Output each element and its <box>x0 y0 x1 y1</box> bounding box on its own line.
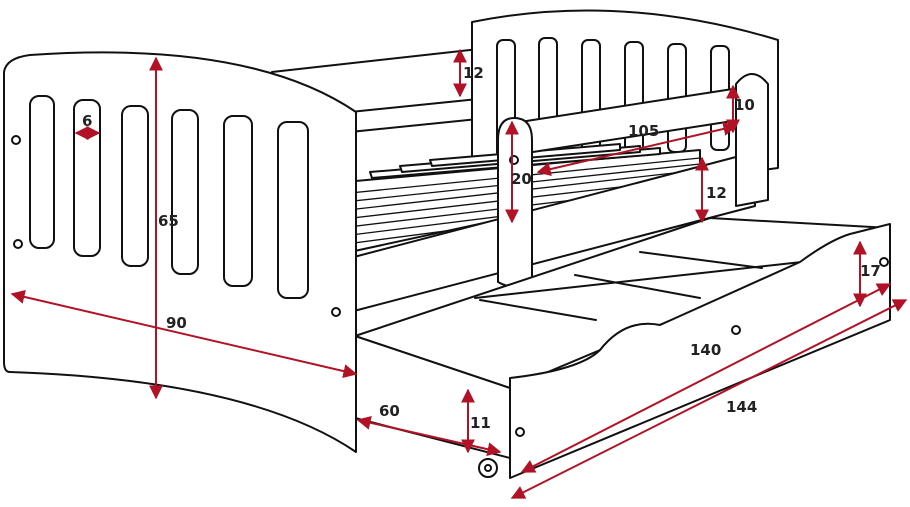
label-barrier-height: 20 <box>511 170 532 188</box>
headboard <box>3 51 357 453</box>
dimension-lines <box>10 48 908 499</box>
label-drawer-length: 140 <box>690 341 721 359</box>
label-back-rail-height: 12 <box>463 64 484 82</box>
label-drawer-front-height: 17 <box>860 262 881 280</box>
label-side-panel-height: 12 <box>706 184 727 202</box>
dimension-labels: 12 10 105 20 12 6 65 90 17 140 144 60 11 <box>82 64 881 432</box>
label-barrier-rail-height: 10 <box>734 96 755 114</box>
label-barrier-length: 105 <box>628 122 659 140</box>
label-bed-depth: 90 <box>166 314 187 332</box>
label-headboard-height: 65 <box>158 212 179 230</box>
drawer-wheel <box>478 458 498 478</box>
label-drawer-depth: 60 <box>379 402 400 420</box>
label-slat-gap: 6 <box>82 112 92 130</box>
label-bed-length: 144 <box>726 398 757 416</box>
label-drawer-clearance: 11 <box>470 414 491 432</box>
